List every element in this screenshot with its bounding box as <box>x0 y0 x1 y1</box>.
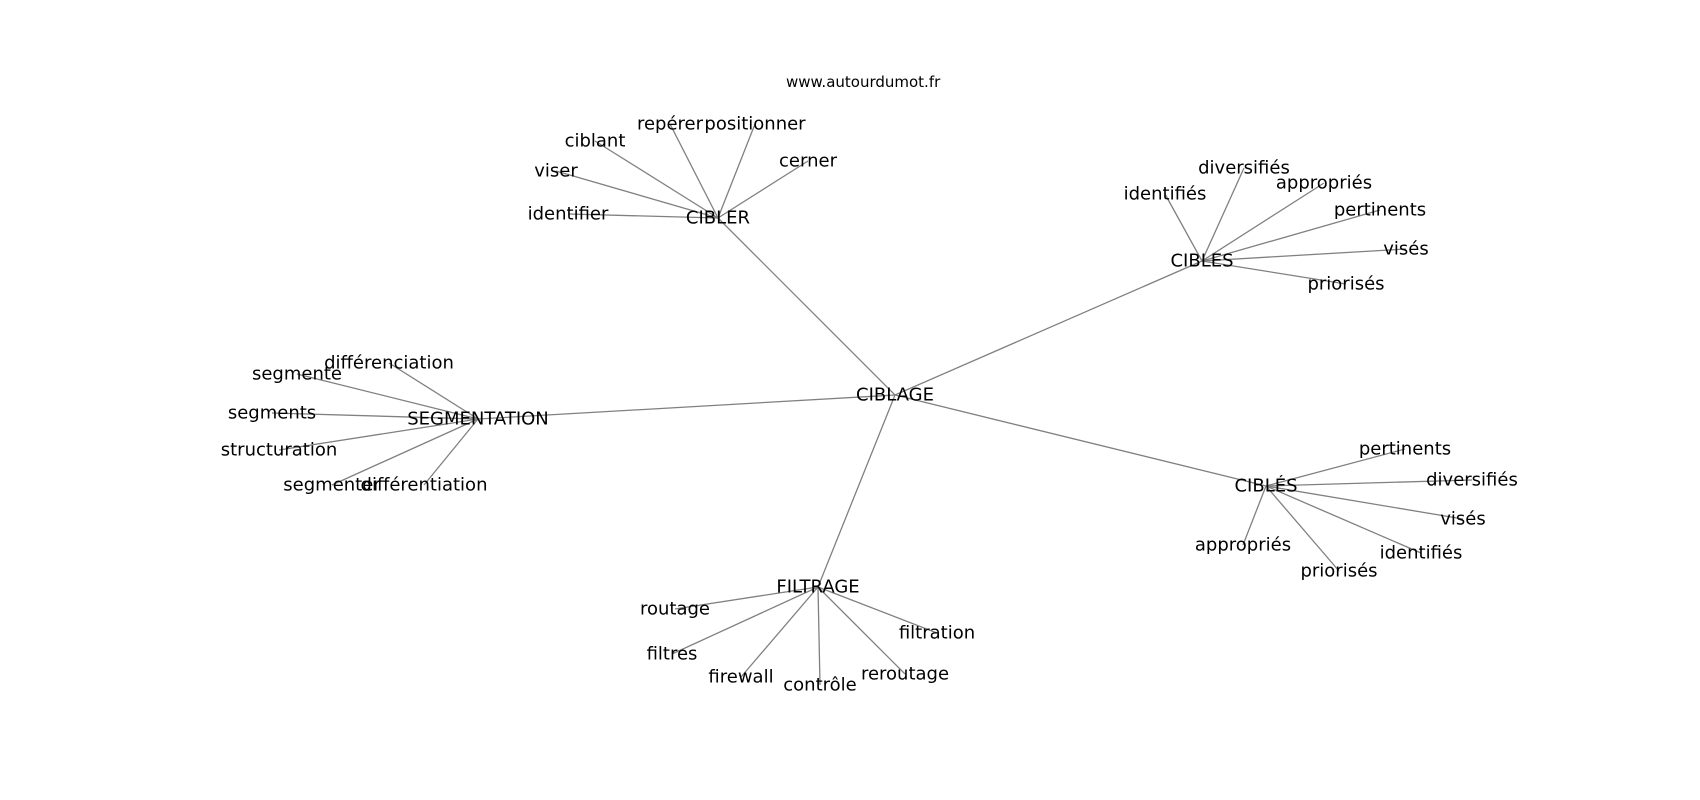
graph-edges <box>271 123 1473 686</box>
edge-hub-leaf <box>567 213 719 219</box>
edge-hub-leaf <box>1265 485 1340 572</box>
leaf-node-label: différenciation <box>324 353 454 374</box>
leaf-node-label: reroutage <box>861 664 949 685</box>
edge-hub-leaf <box>271 412 479 420</box>
leaf-node-label: appropriés <box>1195 535 1291 556</box>
leaf-node-label: identifiés <box>1124 184 1207 205</box>
hub-node-label: FILTRAGE <box>776 577 859 598</box>
hub-node-label: CIBLER <box>686 208 750 229</box>
edge-hub-leaf <box>1242 485 1267 546</box>
leaf-node-label: segments <box>228 403 316 424</box>
leaf-node-label: segmenter <box>283 475 381 496</box>
edge-hub-leaf <box>1265 485 1464 520</box>
leaf-node-label: identifiés <box>1380 543 1463 564</box>
edge-hub-leaf <box>423 418 479 486</box>
edge-center-hub <box>894 394 1267 487</box>
edge-hub-leaf <box>1201 182 1325 262</box>
edge-hub-leaf <box>1164 193 1203 262</box>
edge-hub-leaf <box>740 586 819 678</box>
edge-hub-leaf <box>1265 485 1422 554</box>
hub-node-label: CIBLÉS <box>1234 475 1297 497</box>
edge-hub-leaf <box>717 123 756 219</box>
leaf-node-label: segmente <box>252 364 342 385</box>
edge-center-hub <box>477 394 896 420</box>
edge-hub-leaf <box>594 140 719 219</box>
leaf-node-label: repérer <box>637 114 704 135</box>
leaf-node-label: ciblant <box>565 131 626 152</box>
leaf-node-label: visés <box>1383 239 1428 260</box>
site-url: www.autourdumot.fr <box>786 73 941 91</box>
leaf-node-label: structuration <box>221 440 338 461</box>
leaf-node-label: positionner <box>704 114 806 135</box>
edge-hub-leaf <box>296 373 479 420</box>
leaf-node-label: diversifiés <box>1426 470 1518 491</box>
edge-hub-leaf <box>674 586 819 610</box>
leaf-node-label: identifier <box>528 204 609 225</box>
leaf-node-label: pertinents <box>1359 439 1451 460</box>
leaf-node-label: firewall <box>708 667 773 688</box>
edge-hub-leaf <box>671 586 819 655</box>
leaf-node-label: visés <box>1440 509 1485 530</box>
edge-hub-leaf <box>388 362 479 420</box>
leaf-node-label: cerner <box>779 151 838 172</box>
hub-node-label: CIBLES <box>1170 251 1233 272</box>
edge-hub-leaf <box>1201 248 1407 262</box>
leaf-node-label: filtres <box>647 644 698 665</box>
leaf-node-label: viser <box>534 161 578 182</box>
edge-hub-leaf <box>817 586 821 686</box>
leaf-node-label: priorisés <box>1307 274 1384 295</box>
leaf-node-label: contrôle <box>783 675 856 696</box>
edge-center-hub <box>894 260 1203 396</box>
leaf-node-label: différentiation <box>361 475 488 496</box>
edge-hub-leaf <box>1265 448 1406 487</box>
edge-center-hub <box>717 217 896 396</box>
hub-node-label: SEGMENTATION <box>407 409 549 430</box>
leaf-node-label: priorisés <box>1300 561 1377 582</box>
center-node-label: CIBLAGE <box>856 385 934 406</box>
leaf-node-label: diversifiés <box>1198 158 1290 179</box>
edge-hub-leaf <box>1265 479 1473 487</box>
edge-center-hub <box>817 394 896 588</box>
edge-hub-leaf <box>717 160 809 219</box>
edge-hub-leaf <box>1201 167 1245 262</box>
leaf-node-label: filtration <box>899 623 975 644</box>
edge-hub-leaf <box>817 586 906 675</box>
edge-hub-leaf <box>817 586 938 634</box>
edge-hub-leaf <box>278 418 479 451</box>
edge-hub-leaf <box>1201 209 1381 262</box>
leaf-node-label: routage <box>640 599 710 620</box>
leaf-node-label: appropriés <box>1276 173 1372 194</box>
edge-hub-leaf <box>331 418 479 486</box>
leaf-node-label: pertinents <box>1334 200 1426 221</box>
edge-hub-leaf <box>555 170 719 219</box>
edge-hub-leaf <box>1201 260 1347 285</box>
edge-hub-leaf <box>669 123 719 219</box>
